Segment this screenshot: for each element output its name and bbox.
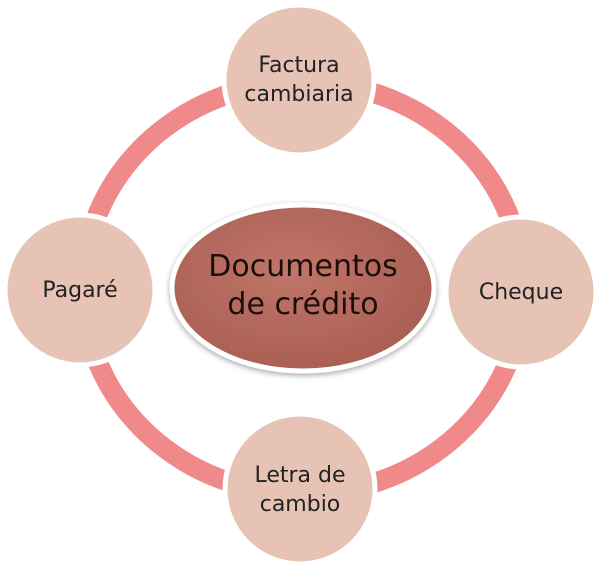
node-letra-de-cambio-circle <box>222 411 378 566</box>
node-cheque-circle <box>443 214 599 370</box>
node-pagare-circle <box>2 212 158 368</box>
center-ellipse <box>169 202 437 374</box>
node-factura-cambiaria-circle <box>221 2 377 158</box>
